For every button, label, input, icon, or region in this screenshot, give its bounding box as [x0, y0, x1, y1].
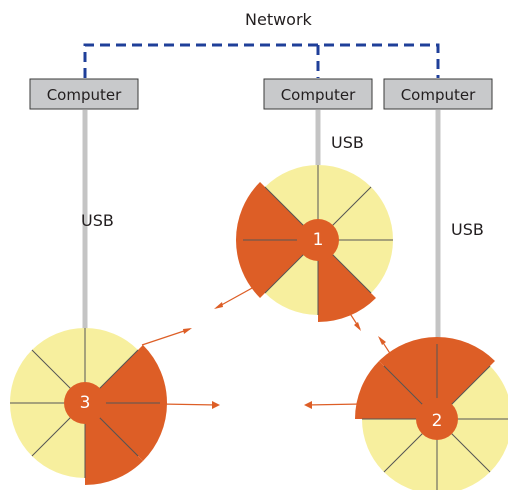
node-1-sector-8 [318, 186, 393, 240]
node-3-sector-4 [10, 403, 85, 457]
network-connection: Network [83, 10, 440, 78]
node-label-2: 2 [432, 411, 443, 431]
usb-label-right: USB [451, 220, 484, 239]
node-2-sector-3 [383, 419, 437, 490]
node-1-sector-7 [318, 165, 372, 240]
node-1-sector-1 [318, 240, 393, 294]
computer-label-right: Computer [401, 86, 476, 104]
node-3-active-sector-2 [85, 403, 167, 461]
node-2-active-sector-3 [437, 337, 495, 419]
node-2-sector-2 [437, 419, 491, 490]
arrow-node3-to-node1 [141, 328, 191, 346]
node-3-hub [64, 382, 106, 424]
sensor-node-2 [355, 337, 508, 490]
arrow-node3-to-center [159, 403, 219, 406]
network-dashed-line [83, 43, 440, 78]
usb-label-middle: USB [331, 133, 364, 152]
arrow-node3-to-node1-head [183, 328, 192, 334]
node-3-active-sector-3 [85, 403, 143, 485]
computer-box-middle: Computer [263, 78, 373, 110]
sensor-node-3 [10, 328, 167, 485]
node-3-sector-7 [85, 328, 139, 403]
node-label-3: 3 [80, 393, 91, 413]
node-1-sector-3 [264, 240, 318, 315]
node-1-active-sector-2 [236, 182, 318, 240]
computer-label-left: Computer [47, 86, 122, 104]
arrow-node1-to-node3 [215, 281, 264, 309]
node-2-active-sector-2 [379, 337, 437, 419]
node-1-hub [297, 219, 339, 261]
arrow-node3-to-center-head [212, 401, 220, 409]
node-2-sector-4 [362, 419, 437, 473]
usb-cables [82, 110, 441, 345]
node-2-sector-8 [437, 365, 508, 419]
arrow-node2-to-center [305, 403, 363, 406]
computer-box-right: Computer [383, 78, 493, 110]
node-1-active-sector-1 [236, 240, 318, 298]
arrow-node1-to-node2-head [354, 322, 361, 331]
computer-label-middle: Computer [281, 86, 356, 104]
node-2-active-sector-1 [355, 361, 437, 419]
node-3-sector-5 [10, 349, 85, 403]
node-3-sector-6 [31, 328, 85, 403]
signal-arrows [141, 281, 394, 409]
sensor-node-1 [236, 165, 393, 322]
node-3-active-sector-1 [85, 345, 167, 403]
arrow-node2-to-node1-head [378, 336, 386, 345]
usb-label-left: USB [81, 211, 114, 230]
network-label: Network [245, 10, 313, 29]
node-1-active-sector-3 [318, 240, 376, 322]
node-2-sector-1 [437, 419, 508, 473]
node-label-1: 1 [313, 230, 324, 250]
node-2-hub [416, 398, 458, 440]
computer-box-left: Computer [29, 78, 139, 110]
node-1-sector-6 [264, 165, 318, 240]
node-3-sector-3 [31, 403, 85, 478]
arrow-node1-to-node3-head [214, 302, 223, 309]
arrow-node2-to-center-head [304, 401, 312, 409]
